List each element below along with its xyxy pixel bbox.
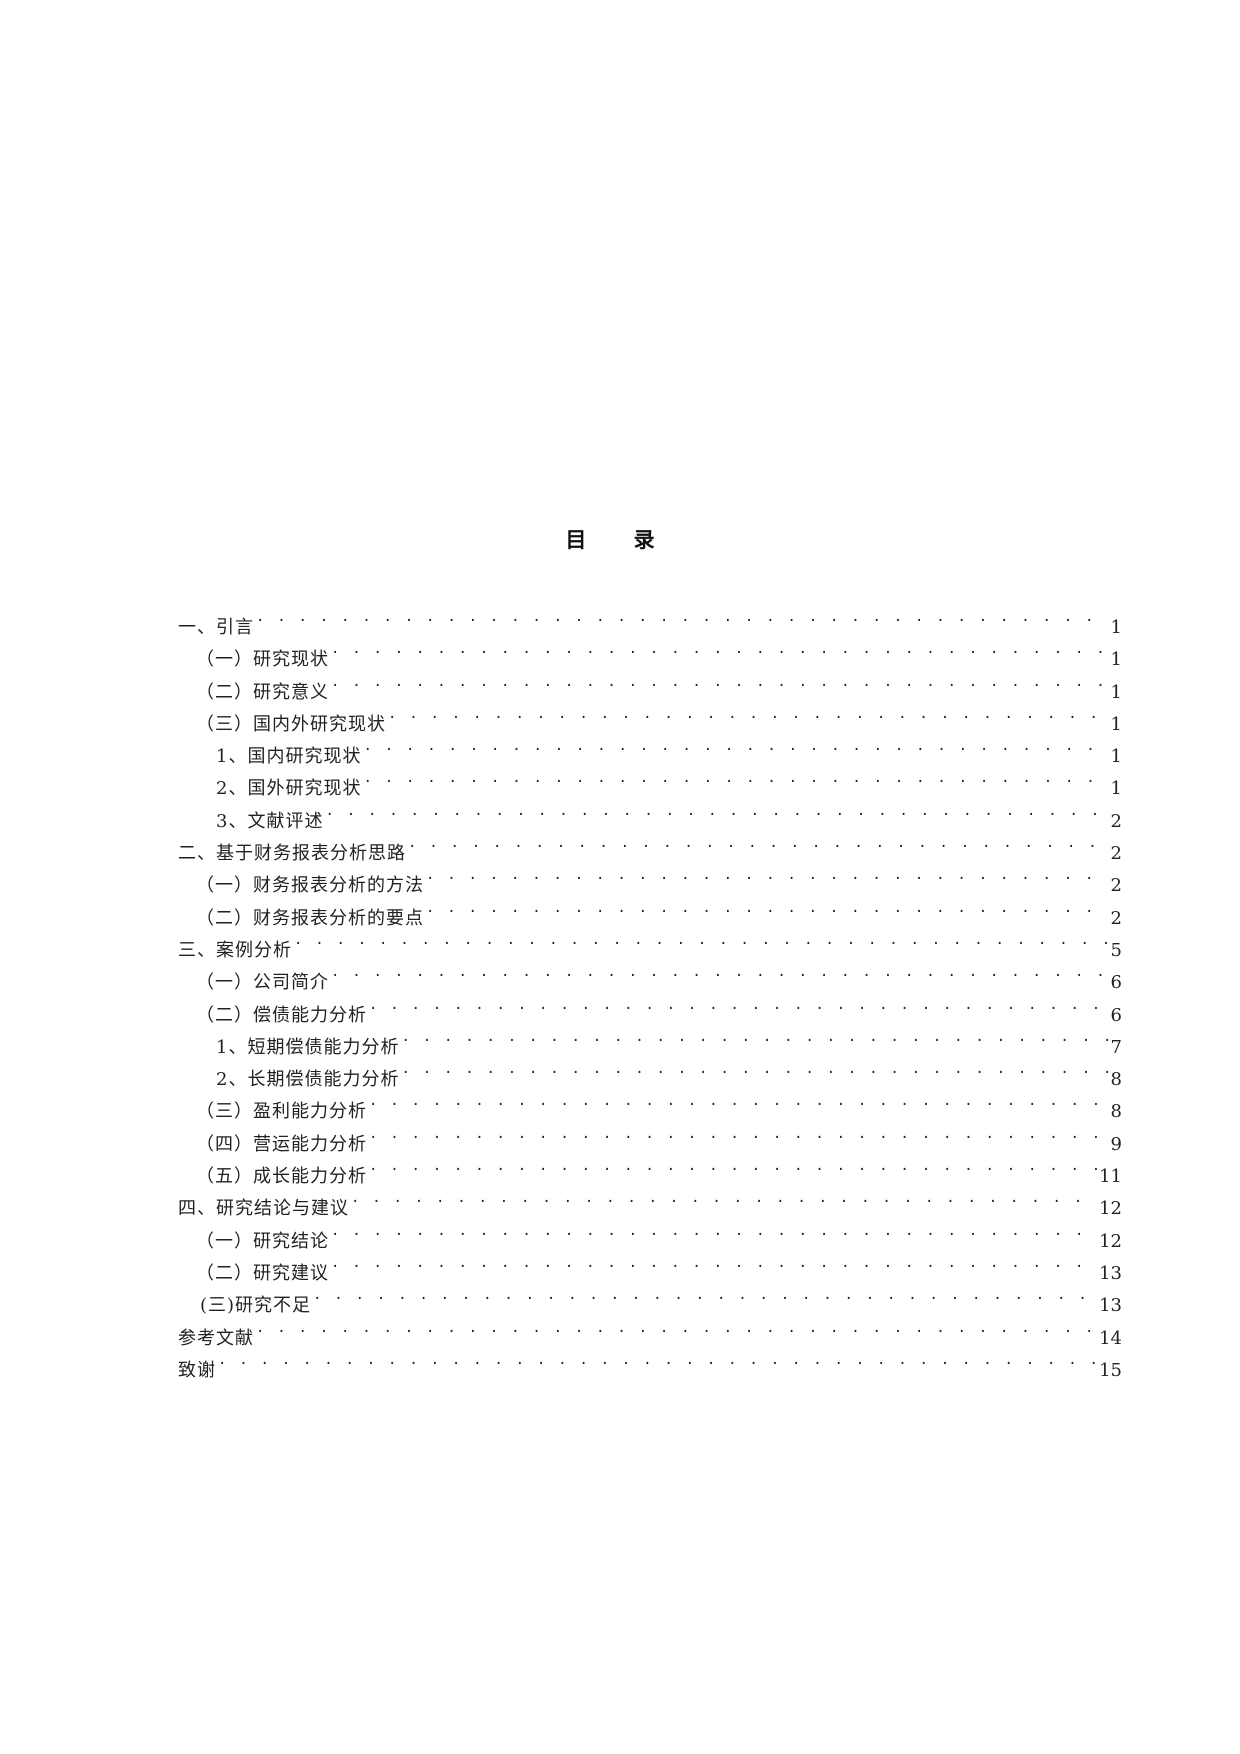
- toc-entry-label: （五）成长能力分析: [196, 1166, 367, 1188]
- toc-dot-leader: [363, 762, 1108, 794]
- toc-entry-label: 一、引言: [178, 617, 254, 638]
- toc-entry-label: （一）公司简介: [196, 972, 329, 994]
- toc-entry-label: 1、短期偿债能力分析: [216, 1036, 400, 1058]
- toc-dot-leader: [426, 859, 1109, 891]
- toc-entry[interactable]: (三)研究不足 13: [178, 1279, 1122, 1316]
- toc-entry[interactable]: 1、短期偿债能力分析 7: [178, 1021, 1122, 1058]
- toc-entry-page: 5: [1110, 939, 1122, 961]
- toc-entry-page: 2: [1110, 875, 1122, 897]
- toc-entry-label: （二）偿债能力分析: [196, 1004, 367, 1026]
- toc-entry-label: 三、案例分析: [178, 939, 292, 961]
- toc-entry[interactable]: （三）国内外研究现状 1: [178, 698, 1122, 735]
- toc-dot-leader: [256, 1312, 1097, 1344]
- toc-entry[interactable]: （二）偿债能力分析 6: [178, 989, 1122, 1026]
- toc-entry[interactable]: 3、文献评述 2: [178, 795, 1122, 832]
- toc-dot-leader: [325, 795, 1108, 827]
- toc-entry[interactable]: 2、国外研究现状 1: [178, 762, 1122, 799]
- toc-entry-page: 13: [1099, 1295, 1122, 1317]
- toc-entry[interactable]: 1、国内研究现状 1: [178, 730, 1122, 767]
- toc-entry[interactable]: 参考文献 14: [178, 1312, 1122, 1349]
- toc-entry-label: （三）国内外研究现状: [196, 713, 386, 735]
- toc-entry-label: （四）营运能力分析: [196, 1133, 367, 1155]
- toc-entry-label: 3、文献评述: [216, 810, 324, 832]
- toc-dot-leader: [363, 730, 1108, 762]
- toc-entry[interactable]: 二、基于财务报表分析思路 2: [178, 827, 1122, 864]
- toc-entry[interactable]: （一）研究现状 1: [178, 633, 1122, 670]
- toc-entry[interactable]: 2、长期偿债能力分析 8: [178, 1053, 1122, 1090]
- toc-dot-leader: [369, 1085, 1109, 1117]
- toc-entry-page: 8: [1110, 1069, 1122, 1091]
- toc-entry-page: 12: [1099, 1198, 1122, 1220]
- toc-entry[interactable]: （五）成长能力分析 11: [178, 1150, 1122, 1187]
- toc-entry-page: 2: [1110, 810, 1122, 832]
- toc-dot-leader: [331, 633, 1109, 665]
- toc-entry-page: 2: [1110, 843, 1122, 865]
- toc-dot-leader: [401, 1021, 1108, 1053]
- toc-entry-label: 2、国外研究现状: [216, 778, 362, 800]
- toc-dot-leader: [388, 698, 1109, 730]
- toc-entry[interactable]: 致谢 15: [178, 1344, 1122, 1381]
- toc-entry-page: 9: [1110, 1133, 1122, 1155]
- toc-entry[interactable]: 四、研究结论与建议 12: [178, 1182, 1122, 1219]
- toc-entry-page: 15: [1099, 1359, 1122, 1381]
- toc-entry-page: 6: [1110, 972, 1122, 994]
- toc-entry-page: 13: [1099, 1262, 1122, 1284]
- toc-entry-label: 1、国内研究现状: [216, 746, 362, 768]
- toc-entry-label: （二）研究建议: [196, 1262, 329, 1284]
- toc-dot-leader: [369, 989, 1109, 1021]
- toc-entry-label: 致谢: [178, 1359, 216, 1381]
- toc-entry[interactable]: （二）研究建议 13: [178, 1247, 1122, 1284]
- toc-dot-leader: [408, 827, 1109, 859]
- toc-entry-label: （一）研究现状: [196, 649, 329, 671]
- toc-entry-page: 12: [1099, 1230, 1122, 1252]
- toc-entry-page: 14: [1099, 1327, 1122, 1349]
- toc-entry-page: 7: [1110, 1036, 1122, 1058]
- toc-dot-leader: [351, 1182, 1097, 1214]
- toc-entry-page: 1: [1110, 681, 1122, 703]
- toc-dot-leader: [331, 1215, 1097, 1247]
- toc-entry[interactable]: （三）盈利能力分析 8: [178, 1085, 1122, 1122]
- toc-entry-page: 1: [1110, 617, 1122, 638]
- toc-dot-leader: [369, 1150, 1097, 1182]
- toc-entry-label: （一）研究结论: [196, 1230, 329, 1252]
- toc-entry-page: 11: [1099, 1166, 1122, 1188]
- toc-entry-page: 1: [1110, 649, 1122, 671]
- toc-entry-label: 二、基于财务报表分析思路: [178, 843, 406, 865]
- toc-entry[interactable]: （一）公司简介 6: [178, 956, 1122, 993]
- toc-entry-page: 8: [1110, 1101, 1122, 1123]
- toc-dot-leader: [401, 1053, 1108, 1085]
- toc-dot-leader: [331, 1247, 1097, 1279]
- toc-entry-page: 1: [1110, 778, 1122, 800]
- toc-dot-leader: [218, 1344, 1097, 1376]
- toc-title: 目 录: [565, 528, 675, 552]
- toc-entry-page: 6: [1110, 1004, 1122, 1026]
- toc-dot-leader: [256, 601, 1109, 633]
- toc-dot-leader: [294, 924, 1109, 956]
- toc-dot-leader: [313, 1279, 1097, 1311]
- toc-entry-label: （一）财务报表分析的方法: [196, 875, 424, 897]
- toc-dot-leader: [369, 1118, 1109, 1150]
- toc-entry-label: （二）研究意义: [196, 681, 329, 703]
- toc-entry-page: 1: [1110, 713, 1122, 735]
- toc-dot-leader: [331, 666, 1109, 698]
- toc-entry[interactable]: 三、案例分析 5: [178, 924, 1122, 961]
- toc-entry[interactable]: 一、引言 1: [178, 601, 1122, 638]
- toc-entry[interactable]: （四）营运能力分析 9: [178, 1118, 1122, 1155]
- toc-dot-leader: [331, 956, 1109, 988]
- table-of-contents: 一、引言 1 （一）研究现状 1 （二）研究意义 1 （三）国内外研究现状 1 …: [178, 601, 1122, 1381]
- toc-dot-leader: [426, 892, 1109, 924]
- toc-entry[interactable]: （一）财务报表分析的方法 2: [178, 859, 1122, 896]
- toc-entry-page: 1: [1110, 746, 1122, 768]
- toc-entry-page: 2: [1110, 907, 1122, 929]
- toc-entry-label: （三）盈利能力分析: [196, 1101, 367, 1123]
- toc-entry[interactable]: （一）研究结论 12: [178, 1215, 1122, 1252]
- toc-entry-label: 四、研究结论与建议: [178, 1198, 349, 1220]
- toc-entry[interactable]: （二）研究意义 1: [178, 666, 1122, 703]
- toc-entry-label: 2、长期偿债能力分析: [216, 1069, 400, 1091]
